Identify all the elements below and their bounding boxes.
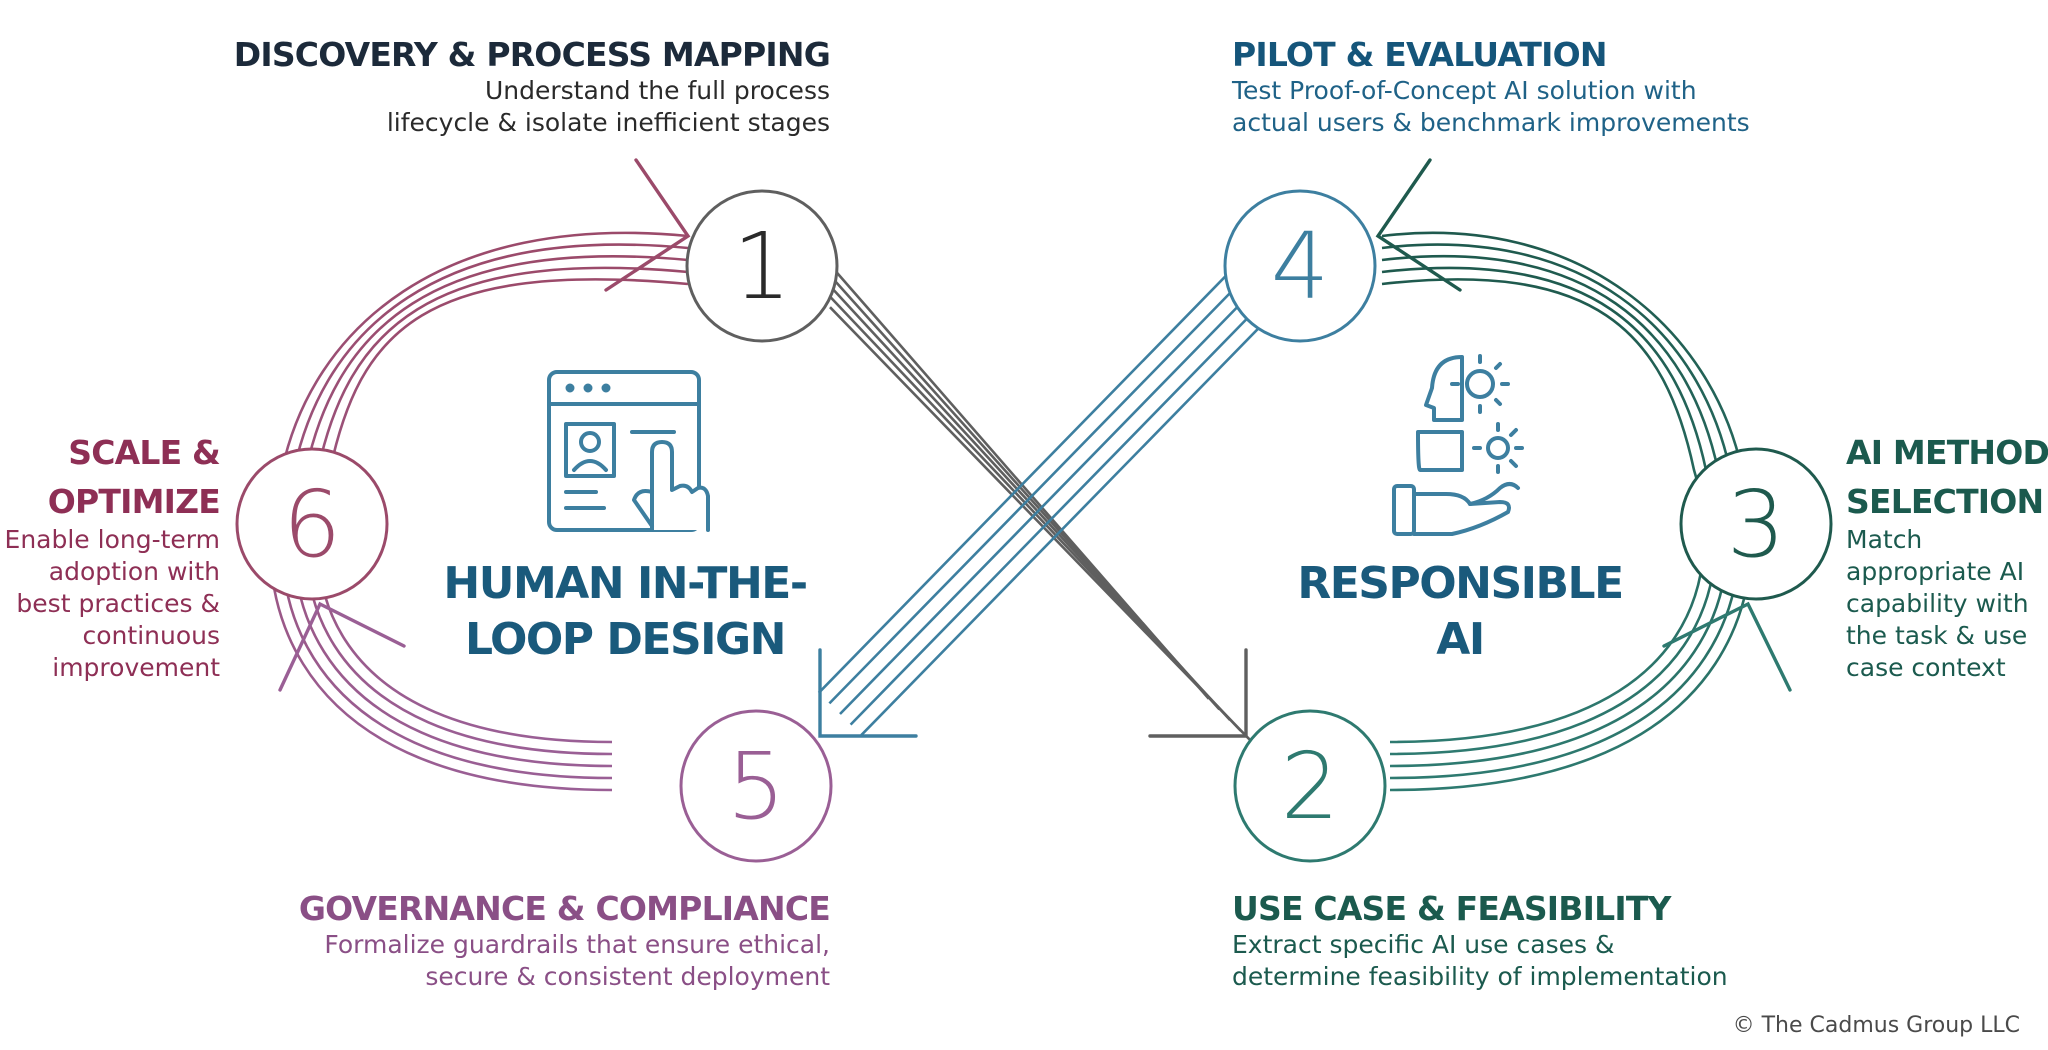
step-1-desc-line: lifecycle & isolate inefficient stages: [386, 107, 830, 137]
step-circle-ring: [1233, 709, 1387, 863]
step-5-title: GOVERNANCE & COMPLIANCE: [298, 889, 831, 928]
step-3-text: AI METHOD SELECTION Match appropriate AI…: [1846, 428, 2048, 684]
step-5-circle: 5: [679, 709, 833, 863]
arrowhead-to-step-6: [278, 601, 406, 692]
step-5-desc-line: secure & consistent deployment: [425, 961, 830, 991]
step-4-description: Test Proof-of-Concept AI solution with a…: [1232, 75, 1832, 139]
step-4-title: PILOT & EVALUATION: [1232, 35, 1608, 74]
step-number: 4: [1271, 213, 1330, 320]
step-1-title: DISCOVERY & PROCESS MAPPING: [233, 35, 831, 74]
step-2-title: USE CASE & FEASIBILITY: [1232, 889, 1671, 928]
browser-touch-user-icon: [547, 370, 710, 532]
step-3-desc-line: capability with: [1846, 589, 2029, 618]
connector-1-to-2: [829, 306, 1253, 743]
step-3-circle: 3: [1679, 447, 1833, 601]
step-4-text: PILOT & EVALUATION Test Proof-of-Concept…: [1232, 35, 1832, 139]
step-circle-ring: [1223, 189, 1377, 343]
step-6-circle: 6: [235, 447, 389, 601]
step-4-circle: 4: [1223, 189, 1377, 343]
step-number: 2: [1281, 733, 1340, 840]
connector-4-to-5: [860, 312, 1275, 737]
step-3-desc-line: the task & use: [1846, 621, 2028, 650]
step-6-desc-line: adoption with: [48, 557, 220, 586]
step-2-desc-line: determine feasibility of implementation: [1232, 961, 1728, 991]
right-loop-arc: [1381, 255, 1730, 768]
copyright: © The Cadmus Group LLC: [1732, 1013, 2020, 1038]
arrowhead-to-step-2: [1148, 648, 1248, 738]
connector-4-to-5: [817, 269, 1232, 694]
right-loop-arc: [1381, 266, 1718, 756]
step-circle-ring: [679, 709, 833, 863]
step-6-description: Enable long-term adoption with best prac…: [0, 524, 220, 684]
connector-4-to-5: [828, 280, 1243, 705]
step-number: 3: [1727, 471, 1786, 578]
step-6-desc-line: best practices &: [16, 589, 220, 618]
arrowhead-to-step-5: [818, 648, 918, 738]
step-2-description: Extract specific AI use cases & determin…: [1232, 929, 1832, 993]
step-number: 1: [733, 213, 792, 320]
step-6-desc-line: improvement: [52, 653, 220, 682]
head-gears-hand-icon: [1392, 354, 1524, 536]
arrowheads: [278, 158, 1792, 738]
step-5-text: GOVERNANCE & COMPLIANCE Formalize guardr…: [230, 889, 831, 993]
step-number: 5: [727, 733, 786, 840]
step-1-desc-line: Understand the full process: [484, 75, 830, 105]
step-circle-ring: [1679, 447, 1833, 601]
step-6-desc-line: continuous: [82, 621, 221, 650]
step-5-description: Formalize guardrails that ensure ethical…: [230, 929, 830, 993]
step-circles: 1 2 3 4 5 6: [235, 189, 1833, 863]
crossing-connectors: [817, 263, 1275, 743]
step-5-desc-line: Formalize guardrails that ensure ethical…: [324, 929, 830, 959]
step-2-text: USE CASE & FEASIBILITY Extract specific …: [1232, 889, 1832, 993]
step-6-desc-line: Enable long-term: [4, 525, 220, 554]
responsible-ai-label-line: RESPONSIBLE: [1297, 558, 1624, 609]
step-circle-ring: [235, 447, 389, 601]
step-4-desc-line: Test Proof-of-Concept AI solution with: [1232, 75, 1697, 105]
step-circle-ring: [685, 189, 839, 343]
step-3-description: Match appropriate AI capability with the…: [1846, 524, 2046, 684]
step-6-title-line: SCALE &: [68, 433, 221, 472]
loop-arcs: [268, 231, 1753, 792]
step-2-circle: 2: [1233, 709, 1387, 863]
responsible-ai-label: RESPONSIBLE AI: [1260, 556, 1660, 668]
step-3-desc-line: case context: [1846, 653, 2006, 682]
connector-4-to-5: [839, 291, 1253, 715]
step-6-title-line: OPTIMIZE: [47, 482, 221, 521]
responsible-ai-label-line: AI: [1436, 614, 1485, 665]
step-3-title-line: AI METHOD: [1846, 433, 2048, 472]
step-3-desc-line: Match: [1846, 525, 1923, 554]
step-6-text: SCALE & OPTIMIZE Enable long-term adopti…: [0, 428, 221, 684]
arrowhead-to-step-1: [604, 158, 691, 292]
step-3-desc-line: appropriate AI: [1846, 557, 2025, 586]
arrowhead-to-step-3: [1662, 601, 1792, 692]
human-in-the-loop-label-line: LOOP DESIGN: [465, 614, 786, 665]
arrowhead-to-step-4: [1375, 158, 1462, 292]
step-1-circle: 1: [685, 189, 839, 343]
step-3-title-line: SELECTION: [1846, 482, 2044, 521]
human-in-the-loop-label-line: HUMAN IN-THE-: [443, 558, 808, 609]
step-3-title: AI METHOD SELECTION: [1846, 428, 2048, 526]
step-1-text: DISCOVERY & PROCESS MAPPING Understand t…: [230, 35, 831, 139]
step-number: 6: [283, 471, 342, 578]
step-6-title: SCALE & OPTIMIZE: [0, 428, 221, 526]
step-1-description: Understand the full process lifecycle & …: [230, 75, 830, 139]
human-in-the-loop-label: HUMAN IN-THE- LOOP DESIGN: [420, 556, 830, 668]
right-loop-arc: [1381, 278, 1706, 744]
connector-4-to-5: [849, 301, 1264, 726]
step-2-desc-line: Extract specific AI use cases &: [1232, 929, 1615, 959]
step-4-desc-line: actual users & benchmark improvements: [1232, 107, 1750, 137]
